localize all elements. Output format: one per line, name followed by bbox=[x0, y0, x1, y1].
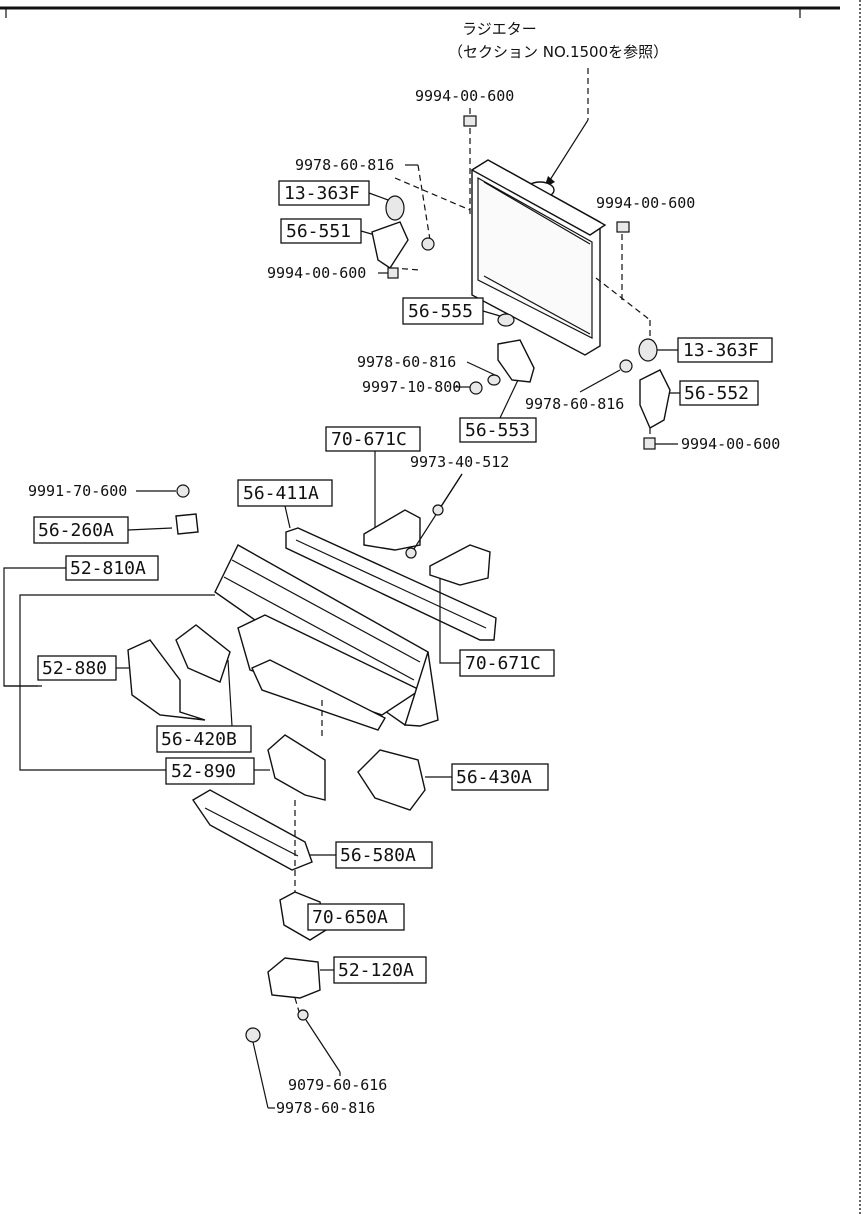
hood-lock bbox=[267, 957, 321, 999]
label-9994-00-600-b: 9994-00-600 bbox=[267, 264, 366, 282]
radiator bbox=[470, 159, 607, 356]
label-56-430A: 56-430A bbox=[456, 767, 532, 788]
label-box-52-810A bbox=[65, 555, 159, 581]
bolt-bottom-b bbox=[297, 1009, 309, 1021]
ref-line-2: （セクション NO.1500を参照） bbox=[448, 43, 668, 61]
right-bracket-icon bbox=[639, 369, 671, 429]
support-bracket-a bbox=[363, 509, 421, 551]
label-9994-00-600-a: 9994-00-600 bbox=[415, 87, 514, 105]
label-56-551: 56-551 bbox=[286, 221, 351, 242]
front-panel bbox=[214, 544, 439, 731]
label-52-810A: 52-810A bbox=[70, 558, 146, 579]
label-box-56-430A bbox=[451, 763, 549, 791]
label-box-56-420B bbox=[156, 725, 252, 753]
label-box-56-551 bbox=[280, 218, 362, 244]
label-52-880: 52-880 bbox=[42, 658, 107, 679]
label-9994-00-600-d: 9994-00-600 bbox=[681, 435, 780, 453]
label-box-56-260A bbox=[33, 516, 129, 544]
label-box-52-890 bbox=[165, 757, 255, 785]
label-52-890: 52-890 bbox=[171, 761, 236, 782]
label-56-580A: 56-580A bbox=[340, 845, 416, 866]
bracket-icon bbox=[371, 221, 409, 269]
label-9991-70-600: 9991-70-600 bbox=[28, 482, 127, 500]
label-9978-60-816-d: 9978-60-816 bbox=[276, 1099, 375, 1117]
label-box-70-650A bbox=[307, 903, 405, 931]
bolt-bottom-a bbox=[245, 1027, 261, 1043]
lower-bracket-icon bbox=[497, 339, 535, 383]
label-13-363F-b: 13-363F bbox=[683, 340, 759, 361]
nut-icon bbox=[463, 115, 477, 127]
label-box-52-120A bbox=[333, 956, 427, 984]
lower-support bbox=[192, 789, 313, 871]
label-box-13-363F-a bbox=[278, 180, 370, 206]
label-56-420B: 56-420B bbox=[161, 729, 237, 750]
label-9978-60-816-a: 9978-60-816 bbox=[295, 156, 394, 174]
ref-leader-2 bbox=[549, 119, 589, 181]
rubber-mount-icon bbox=[385, 195, 405, 221]
label-56-260A: 56-260A bbox=[38, 520, 114, 541]
label-9978-60-816-c: 9978-60-816 bbox=[525, 395, 624, 413]
ref-line-1: ラジエター bbox=[462, 20, 537, 38]
label-56-553: 56-553 bbox=[465, 420, 530, 441]
bolt-icon bbox=[421, 237, 435, 251]
side-bracket-right bbox=[357, 749, 426, 811]
label-56-411A: 56-411A bbox=[243, 483, 319, 504]
label-9994-00-600-c: 9994-00-600 bbox=[596, 194, 695, 212]
label-56-555: 56-555 bbox=[408, 301, 473, 322]
label-box-56-411A bbox=[237, 479, 333, 507]
label-70-671C-b: 70-671C bbox=[465, 653, 541, 674]
support-bracket-b bbox=[429, 544, 491, 586]
label-70-671C-a: 70-671C bbox=[331, 429, 407, 450]
label-box-70-671C-a bbox=[325, 426, 421, 452]
label-56-552: 56-552 bbox=[684, 383, 749, 404]
label-70-650A: 70-650A bbox=[312, 907, 388, 928]
label-9997-10-800: 9997-10-800 bbox=[362, 378, 461, 396]
label-13-363F-a: 13-363F bbox=[284, 183, 360, 204]
label-box-56-553 bbox=[459, 417, 537, 443]
label-9973-40-512: 9973-40-512 bbox=[410, 453, 509, 471]
side-bracket-left bbox=[175, 624, 231, 683]
label-9978-60-816-b: 9978-60-816 bbox=[357, 353, 456, 371]
label-52-120A: 52-120A bbox=[338, 960, 414, 981]
label-9079-60-616: 9079-60-616 bbox=[288, 1076, 387, 1094]
center-bracket bbox=[267, 734, 326, 801]
label-box-13-363F-b bbox=[677, 337, 773, 363]
side-panel-left bbox=[127, 639, 206, 721]
label-box-70-671C-b bbox=[459, 649, 555, 677]
